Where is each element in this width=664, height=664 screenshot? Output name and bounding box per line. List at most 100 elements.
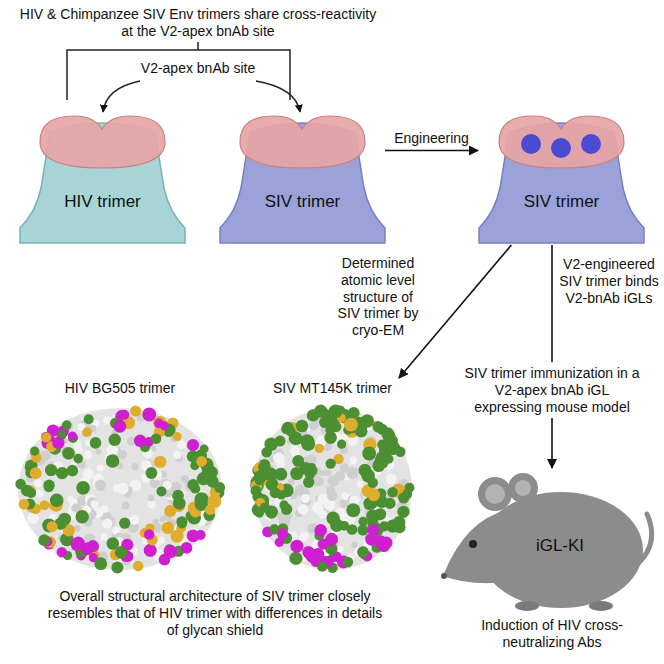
glycan <box>56 467 68 479</box>
glycan <box>261 447 272 458</box>
protein-atom <box>347 467 359 479</box>
glycan <box>157 486 167 496</box>
mouse-ear <box>478 477 512 511</box>
glycan <box>73 454 83 464</box>
glycan <box>366 510 380 524</box>
glycan <box>52 437 64 449</box>
protein-atom <box>74 525 81 532</box>
protein-atom <box>83 468 94 479</box>
glycan <box>266 479 278 491</box>
node-label: SIV trimer <box>220 192 385 212</box>
glycan <box>301 437 315 451</box>
glycan <box>343 557 354 568</box>
glycan <box>205 505 215 515</box>
protein-atom <box>87 497 98 508</box>
glycan <box>368 489 381 502</box>
annotation: Induction of HIV cross-neutralizing Abs <box>452 617 652 651</box>
protein-atom <box>84 451 93 460</box>
mouse-nose <box>441 573 447 579</box>
protein-atom <box>341 492 349 500</box>
protein-atom <box>325 470 332 477</box>
protein-atom <box>101 533 108 540</box>
glycan <box>315 444 324 453</box>
glycan <box>292 455 304 467</box>
glycan <box>289 552 302 565</box>
glycan <box>376 451 390 465</box>
glycan <box>62 447 75 460</box>
protein-surface <box>18 408 222 570</box>
glycan <box>277 490 286 499</box>
glycan <box>395 447 405 457</box>
protein-atom <box>350 457 358 465</box>
glycan <box>187 479 198 490</box>
glycan <box>41 432 51 442</box>
protein-atom <box>106 444 118 456</box>
glycan <box>164 545 177 558</box>
structure-heading: HIV BG505 trimer <box>10 378 230 397</box>
engineered-residue <box>521 134 541 154</box>
trimer-outline <box>478 110 645 245</box>
glycan <box>398 506 410 518</box>
glycan <box>386 520 399 533</box>
glycan <box>367 478 378 489</box>
edge-label: Engineering <box>394 130 469 147</box>
glycan <box>275 436 286 447</box>
glycan <box>362 447 376 461</box>
protein-atom <box>356 480 363 487</box>
glycan <box>361 414 374 427</box>
glycan <box>387 487 397 497</box>
protein-surface <box>253 408 412 570</box>
protein-atom <box>158 537 165 544</box>
glycan <box>76 510 89 523</box>
glycan <box>19 499 30 510</box>
glycan <box>398 492 409 503</box>
mouse-foot <box>515 601 539 611</box>
protein-atom <box>35 479 43 487</box>
protein-atom <box>159 517 165 523</box>
protein-atom <box>75 446 83 454</box>
glycan <box>251 485 262 496</box>
annotation: V2-apex bnAb site <box>118 60 278 77</box>
protein-atom <box>97 464 104 471</box>
node-label: SIV trimer <box>478 192 645 212</box>
protein-atom <box>67 496 74 503</box>
glycan <box>173 432 182 441</box>
edge-label: SIV trimer immunization in a V2-apex bnA… <box>462 362 642 418</box>
glycan <box>15 479 26 490</box>
glycan <box>181 542 193 554</box>
glycan <box>146 467 158 479</box>
glycan <box>329 405 343 419</box>
protein-atom <box>95 480 106 491</box>
glycan <box>47 521 58 532</box>
glycan <box>82 427 92 437</box>
glycan <box>187 529 200 542</box>
protein-atom <box>95 448 101 454</box>
glycan <box>119 518 130 529</box>
leader-arrow <box>103 81 140 112</box>
glycan <box>114 420 127 433</box>
glycan <box>378 539 391 552</box>
protein-atom <box>177 441 186 450</box>
protein-atom <box>113 485 120 492</box>
mouse-ear <box>508 473 538 503</box>
glycan <box>290 540 303 553</box>
node-label: HIV trimer <box>20 192 185 212</box>
glycan <box>260 503 270 513</box>
glycan <box>76 481 90 495</box>
protein-atom <box>36 490 44 498</box>
protein-atom <box>339 499 348 508</box>
glycan <box>45 464 57 476</box>
glycan <box>154 456 166 468</box>
glycan <box>357 524 368 535</box>
glycan <box>281 504 292 515</box>
glycan <box>201 468 213 480</box>
protein-atom <box>290 446 300 456</box>
glycan <box>326 458 336 468</box>
glycan <box>200 444 209 453</box>
mouse-ear <box>515 480 531 496</box>
protein-atom <box>273 453 284 464</box>
glycan <box>109 434 121 446</box>
glycan <box>144 529 154 539</box>
mouse-ear <box>485 484 505 504</box>
glycan <box>84 414 94 424</box>
